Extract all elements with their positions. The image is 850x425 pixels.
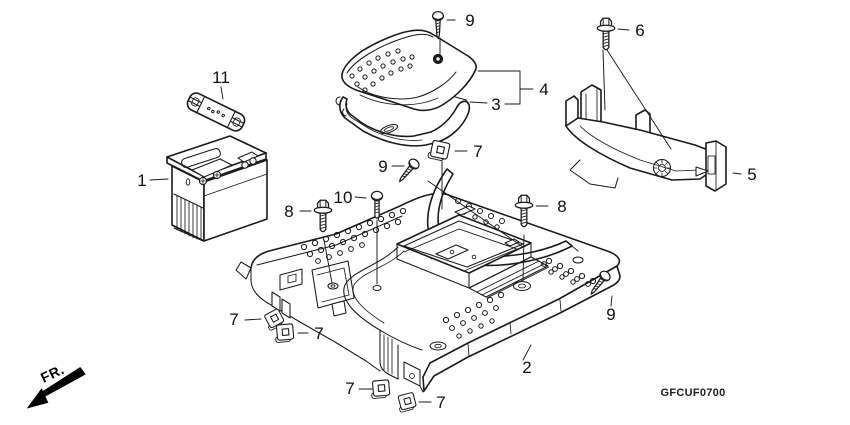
fr-direction-marker: FR. [26,361,86,409]
battery-well [396,205,532,289]
screw-9-center [394,156,422,186]
strap-drawing [186,92,246,132]
callout-2-battery-box: 2 [522,358,531,377]
bolt-8-left [313,199,333,233]
callout-5-bracket: 5 [747,165,756,184]
callout-8-left-bolt: 8 [284,202,293,221]
bracket-drawing [565,84,727,192]
battery-drawing [166,135,268,242]
callout-7-clip-d: 7 [436,393,445,412]
lid-perforations [349,48,415,93]
callout-11-strap: 11 [212,68,230,87]
leader-lines [149,19,742,403]
callout-8-right-bolt: 8 [557,197,566,216]
callout-9-right-screw: 9 [606,305,615,324]
fr-arrow-icon [26,366,86,409]
callout-7-clip-c: 7 [345,379,354,398]
callout-10-screw: 10 [334,188,353,207]
callout-7-lid-clip: 7 [473,142,482,161]
callout-4-lid-assembly: 4 [539,80,548,99]
battery-box-drawing [235,168,621,393]
callout-9-center-screw: 9 [378,157,387,176]
clip-7-bottom-a [370,379,391,400]
bracket-grommet [652,158,672,178]
mount-holes [327,256,584,351]
callout-3-lid-seal: 3 [491,95,500,114]
clip-7-left-b [274,323,295,344]
callout-6-bracket-bolt: 6 [635,21,644,40]
clip-7-bottom-b [395,391,418,414]
lid-drawing [335,29,477,147]
lid-grommet [432,53,444,65]
bolt-8-right [514,194,534,228]
callout-labels: 9 6 11 4 3 7 9 1 10 8 8 5 9 7 7 2 7 7 [137,11,756,412]
box-legs [379,329,425,393]
callout-1-battery: 1 [137,171,146,190]
callout-9-lid-screw: 9 [465,11,474,30]
bolt-6 [596,17,616,51]
callout-7-clip-b: 7 [314,324,323,343]
callout-7-clip-a: 7 [229,310,238,329]
deck-perforations [300,198,597,339]
diagram-code: GFCUF0700 [660,387,725,399]
